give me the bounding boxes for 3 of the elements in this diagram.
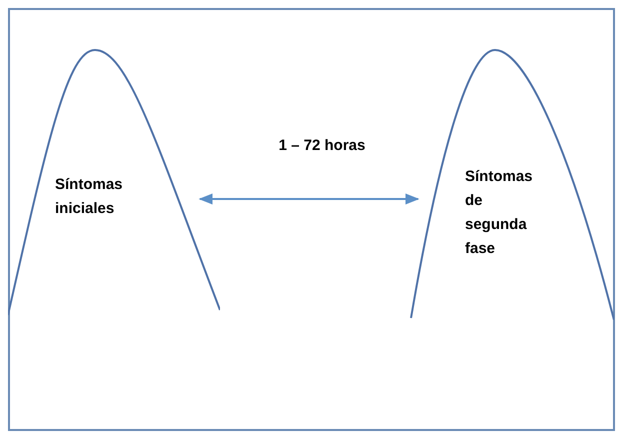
curve-label: Síntomas iniciales — [55, 175, 124, 219]
curve-label: Síntomas de segunda fase — [465, 167, 534, 259]
double-arrow — [198, 193, 420, 205]
